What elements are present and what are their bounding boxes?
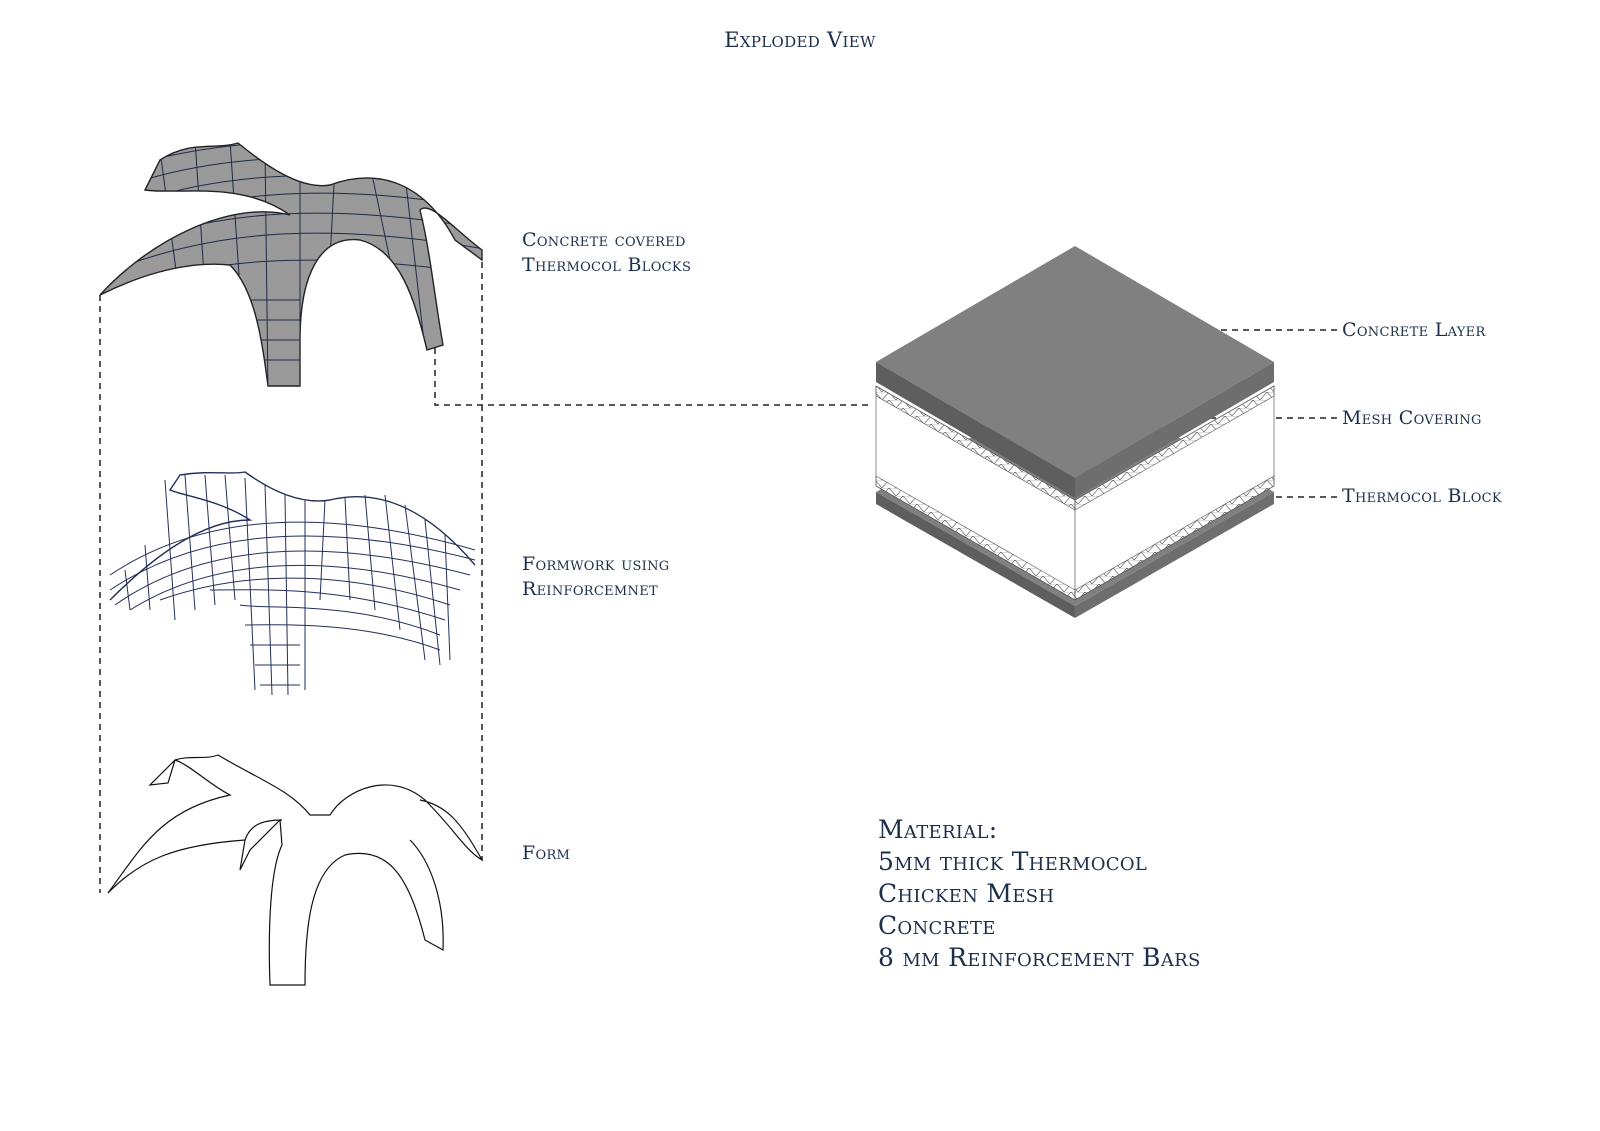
concrete-shell bbox=[99, 142, 483, 387]
materials-list: Material: 5mm thick Thermocol Chicken Me… bbox=[878, 814, 1201, 974]
shell-surface bbox=[99, 142, 483, 387]
label-shell-line-2: Thermocol Blocks bbox=[522, 254, 692, 276]
guide-to-detail bbox=[434, 348, 872, 406]
layer-detail bbox=[875, 246, 1275, 618]
materials-heading: Material: bbox=[878, 815, 998, 844]
material-item: 8 mm Reinforcement Bars bbox=[878, 943, 1201, 972]
mesh-band-top-right bbox=[1074, 385, 1275, 511]
label-formwork: Formwork using Reinforcemnet bbox=[522, 552, 669, 602]
label-concrete-shell: Concrete covered Thermocol Blocks bbox=[522, 228, 691, 278]
outline-form bbox=[107, 754, 484, 986]
material-item: 5mm thick Thermocol bbox=[878, 847, 1148, 876]
layer-label-thermocol: Thermocol Block bbox=[1342, 485, 1502, 507]
form-outline-legs bbox=[107, 818, 444, 986]
top-concrete-layer bbox=[876, 246, 1274, 498]
label-formwork-line-2: Reinforcemnet bbox=[522, 578, 658, 600]
mesh-outline bbox=[109, 471, 476, 601]
label-form: Form bbox=[522, 842, 571, 864]
label-formwork-line-1: Formwork using bbox=[522, 553, 670, 575]
layer-label-concrete: Concrete Layer bbox=[1342, 319, 1486, 341]
formwork-mesh bbox=[109, 471, 476, 696]
layer-label-mesh: Mesh Covering bbox=[1342, 407, 1482, 429]
guide-lines bbox=[99, 262, 1340, 893]
material-item: Concrete bbox=[878, 911, 996, 940]
form-outline-main bbox=[107, 754, 484, 894]
diagram-title: Exploded View bbox=[724, 28, 876, 52]
mesh-band-bottom-right bbox=[1074, 475, 1275, 601]
thermocol-block bbox=[875, 385, 1275, 601]
material-item: Chicken Mesh bbox=[878, 879, 1055, 908]
label-shell-line-1: Concrete covered bbox=[522, 229, 686, 251]
